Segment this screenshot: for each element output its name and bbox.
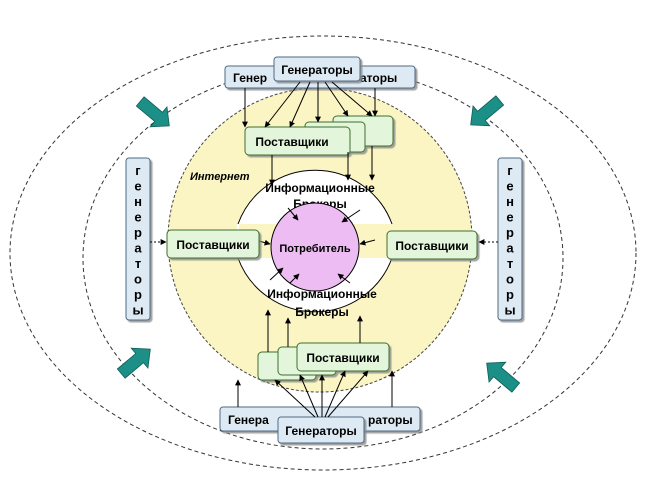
- generators-right-box: [497, 157, 523, 321]
- teal-arrow-top-left: [135, 96, 170, 128]
- generator-letter: т: [135, 256, 141, 271]
- generator-letter: а: [506, 241, 514, 256]
- generator-letter: р: [506, 287, 514, 302]
- generator-letter: г: [507, 163, 513, 178]
- suppliers-bottom-label: Поставщики: [306, 351, 379, 365]
- suppliers-bottom-stack: [257, 342, 390, 381]
- broker-bottom-line2: Брокеры: [295, 305, 349, 319]
- generators-top-group: Генер аторы Генераторы: [224, 56, 416, 89]
- suppliers-top-label: Поставщики: [255, 135, 328, 149]
- generator-letter: ы: [132, 303, 143, 318]
- connector-arrows: [235, 81, 395, 418]
- generator-letter: н: [134, 194, 142, 209]
- teal-arrow-bottom-left: [116, 347, 151, 379]
- generator-letter: р: [134, 287, 142, 302]
- consumer-label: Потребитель: [279, 243, 350, 255]
- generator-letter: о: [506, 272, 514, 287]
- teal-arrow-bottom-right: [486, 361, 521, 393]
- suppliers-top-box: [244, 126, 351, 156]
- generators-bottom-back-right: раторы: [368, 413, 413, 427]
- suppliers-left-label: Поставщики: [176, 238, 249, 252]
- generator-letter: о: [134, 272, 142, 287]
- generator-letter: т: [507, 256, 513, 271]
- generators-bottom-back-left: Генера: [228, 413, 269, 427]
- generator-letter: р: [134, 225, 142, 240]
- suppliers-left-box: [166, 229, 260, 259]
- generator-letter: е: [506, 179, 513, 194]
- generator-letter: е: [134, 210, 141, 225]
- broker-top-line1: Информационные: [265, 181, 375, 195]
- generator-letter: е: [506, 210, 513, 225]
- suppliers-right-box: [386, 230, 478, 260]
- generator-letter: р: [506, 225, 514, 240]
- broker-ring-top-arc: [237, 169, 393, 225]
- generator-letter: г: [135, 163, 141, 178]
- generators-bottom-label: Генераторы: [285, 424, 356, 438]
- generators-left-box: [125, 157, 151, 321]
- generators-top-label: Генераторы: [281, 63, 352, 77]
- broker-bottom-line1: Информационные: [267, 287, 377, 301]
- generator-letter: а: [134, 241, 142, 256]
- generators-bottom-group: Генера раторы Генераторы: [219, 406, 421, 444]
- teal-arrow-top-right: [470, 95, 505, 127]
- teal-arrows: [116, 95, 521, 393]
- generators-top-back-right: аторы: [360, 71, 397, 85]
- generators-top-back-left: Генер: [233, 71, 267, 85]
- suppliers-right-label: Поставщики: [395, 239, 468, 253]
- consumer-circle: [270, 202, 360, 292]
- generator-letter: е: [134, 179, 141, 194]
- suppliers-top-stack: [244, 115, 394, 156]
- consumer-arrows: [254, 207, 376, 284]
- generators-bottom-box: [277, 416, 365, 444]
- outer-boundary-ellipse: [9, 35, 637, 471]
- generators-top-box: [273, 56, 361, 82]
- generator-letter: н: [506, 194, 514, 209]
- generator-letter: ы: [504, 303, 515, 318]
- internet-label: Интернет: [190, 171, 250, 183]
